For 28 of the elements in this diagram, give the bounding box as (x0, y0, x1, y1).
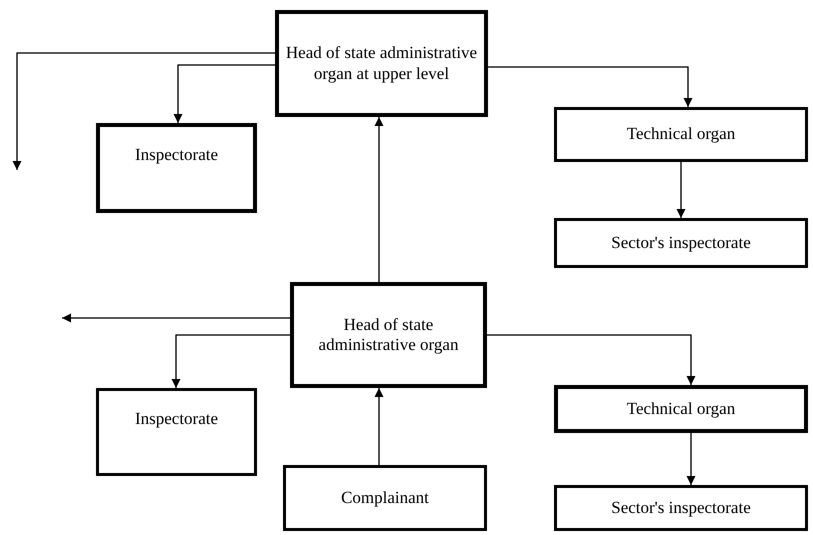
box-label: Technical organ (626, 124, 736, 145)
process-box (283, 465, 487, 531)
arrow (62, 314, 290, 322)
arrow (172, 334, 290, 388)
box-label: Inspectorate (134, 409, 218, 430)
process-box (554, 218, 808, 268)
box-label: Sector's inspectorate (611, 498, 751, 518)
box-label: Head of state administrative organ (318, 314, 460, 356)
box-label: Complainant (341, 488, 429, 508)
process-box (554, 107, 808, 162)
arrow (487, 334, 696, 385)
process-box (554, 485, 808, 531)
arrow (488, 66, 692, 107)
box-label: Head of state administrative organ at upper level (285, 43, 478, 84)
arrow (676, 162, 686, 218)
arrow (374, 117, 384, 282)
process-box (96, 388, 257, 476)
process-box (290, 282, 487, 388)
arrow (12, 52, 275, 170)
process-box (275, 10, 488, 117)
box-label: Inspectorate (134, 145, 218, 166)
process-box (96, 123, 257, 213)
box-label: Sector's inspectorate (611, 232, 751, 254)
process-box (554, 385, 808, 433)
arrow (174, 64, 275, 123)
box-label: Technical organ (626, 398, 736, 420)
arrow (686, 433, 696, 485)
arrow (374, 388, 384, 465)
